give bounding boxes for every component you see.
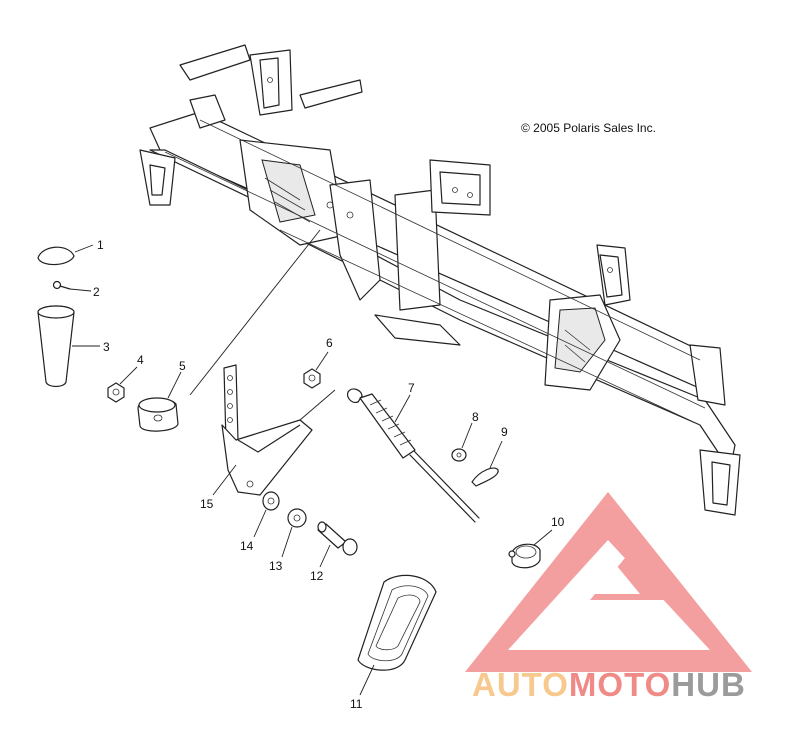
callout-6: 6 (326, 336, 333, 350)
part-11-shift-boot (357, 574, 437, 696)
frame-leaders (189, 229, 336, 421)
part-1-cap (37, 244, 94, 266)
part-13-washer (281, 508, 307, 558)
part-8-washer (451, 422, 473, 462)
frame-assembly (139, 44, 741, 516)
callout-3: 3 (103, 340, 110, 354)
callout-2: 2 (93, 285, 100, 299)
callout-12: 12 (310, 569, 324, 583)
watermark-wordmark: AUTOMOTOHUB (472, 666, 746, 704)
wordmark-moto: MOTO (568, 666, 672, 703)
callout-13: 13 (269, 559, 283, 573)
callout-7: 7 (408, 381, 415, 395)
wordmark-hub: HUB (671, 666, 746, 703)
callout-10: 10 (551, 515, 565, 529)
part-2-screw (52, 280, 92, 292)
part-5-bushing (137, 371, 182, 432)
callout-4: 4 (137, 353, 144, 367)
part-3-knob (37, 305, 100, 388)
copyright-text: © 2005 Polaris Sales Inc. (521, 121, 656, 135)
callout-15: 15 (200, 497, 214, 511)
wordmark-auto: AUTO (472, 666, 569, 703)
part-15-lever (212, 364, 313, 496)
callout-9: 9 (501, 425, 508, 439)
part-14-washer (253, 491, 280, 538)
callout-8: 8 (472, 410, 479, 424)
callout-labels: 1 2 3 4 5 6 7 8 9 10 11 12 13 14 15 (93, 238, 565, 711)
callout-11: 11 (350, 697, 363, 711)
part-7-cable (347, 388, 480, 523)
part-4-nut (107, 366, 138, 403)
callout-1: 1 (97, 238, 104, 252)
callout-5: 5 (179, 359, 186, 373)
part-9-clip (471, 440, 503, 487)
part-6-nut (303, 351, 329, 389)
callout-14: 14 (240, 539, 254, 553)
part-12-pin (317, 521, 358, 568)
part-10-clamp (508, 529, 553, 569)
watermark-logo (465, 492, 752, 672)
